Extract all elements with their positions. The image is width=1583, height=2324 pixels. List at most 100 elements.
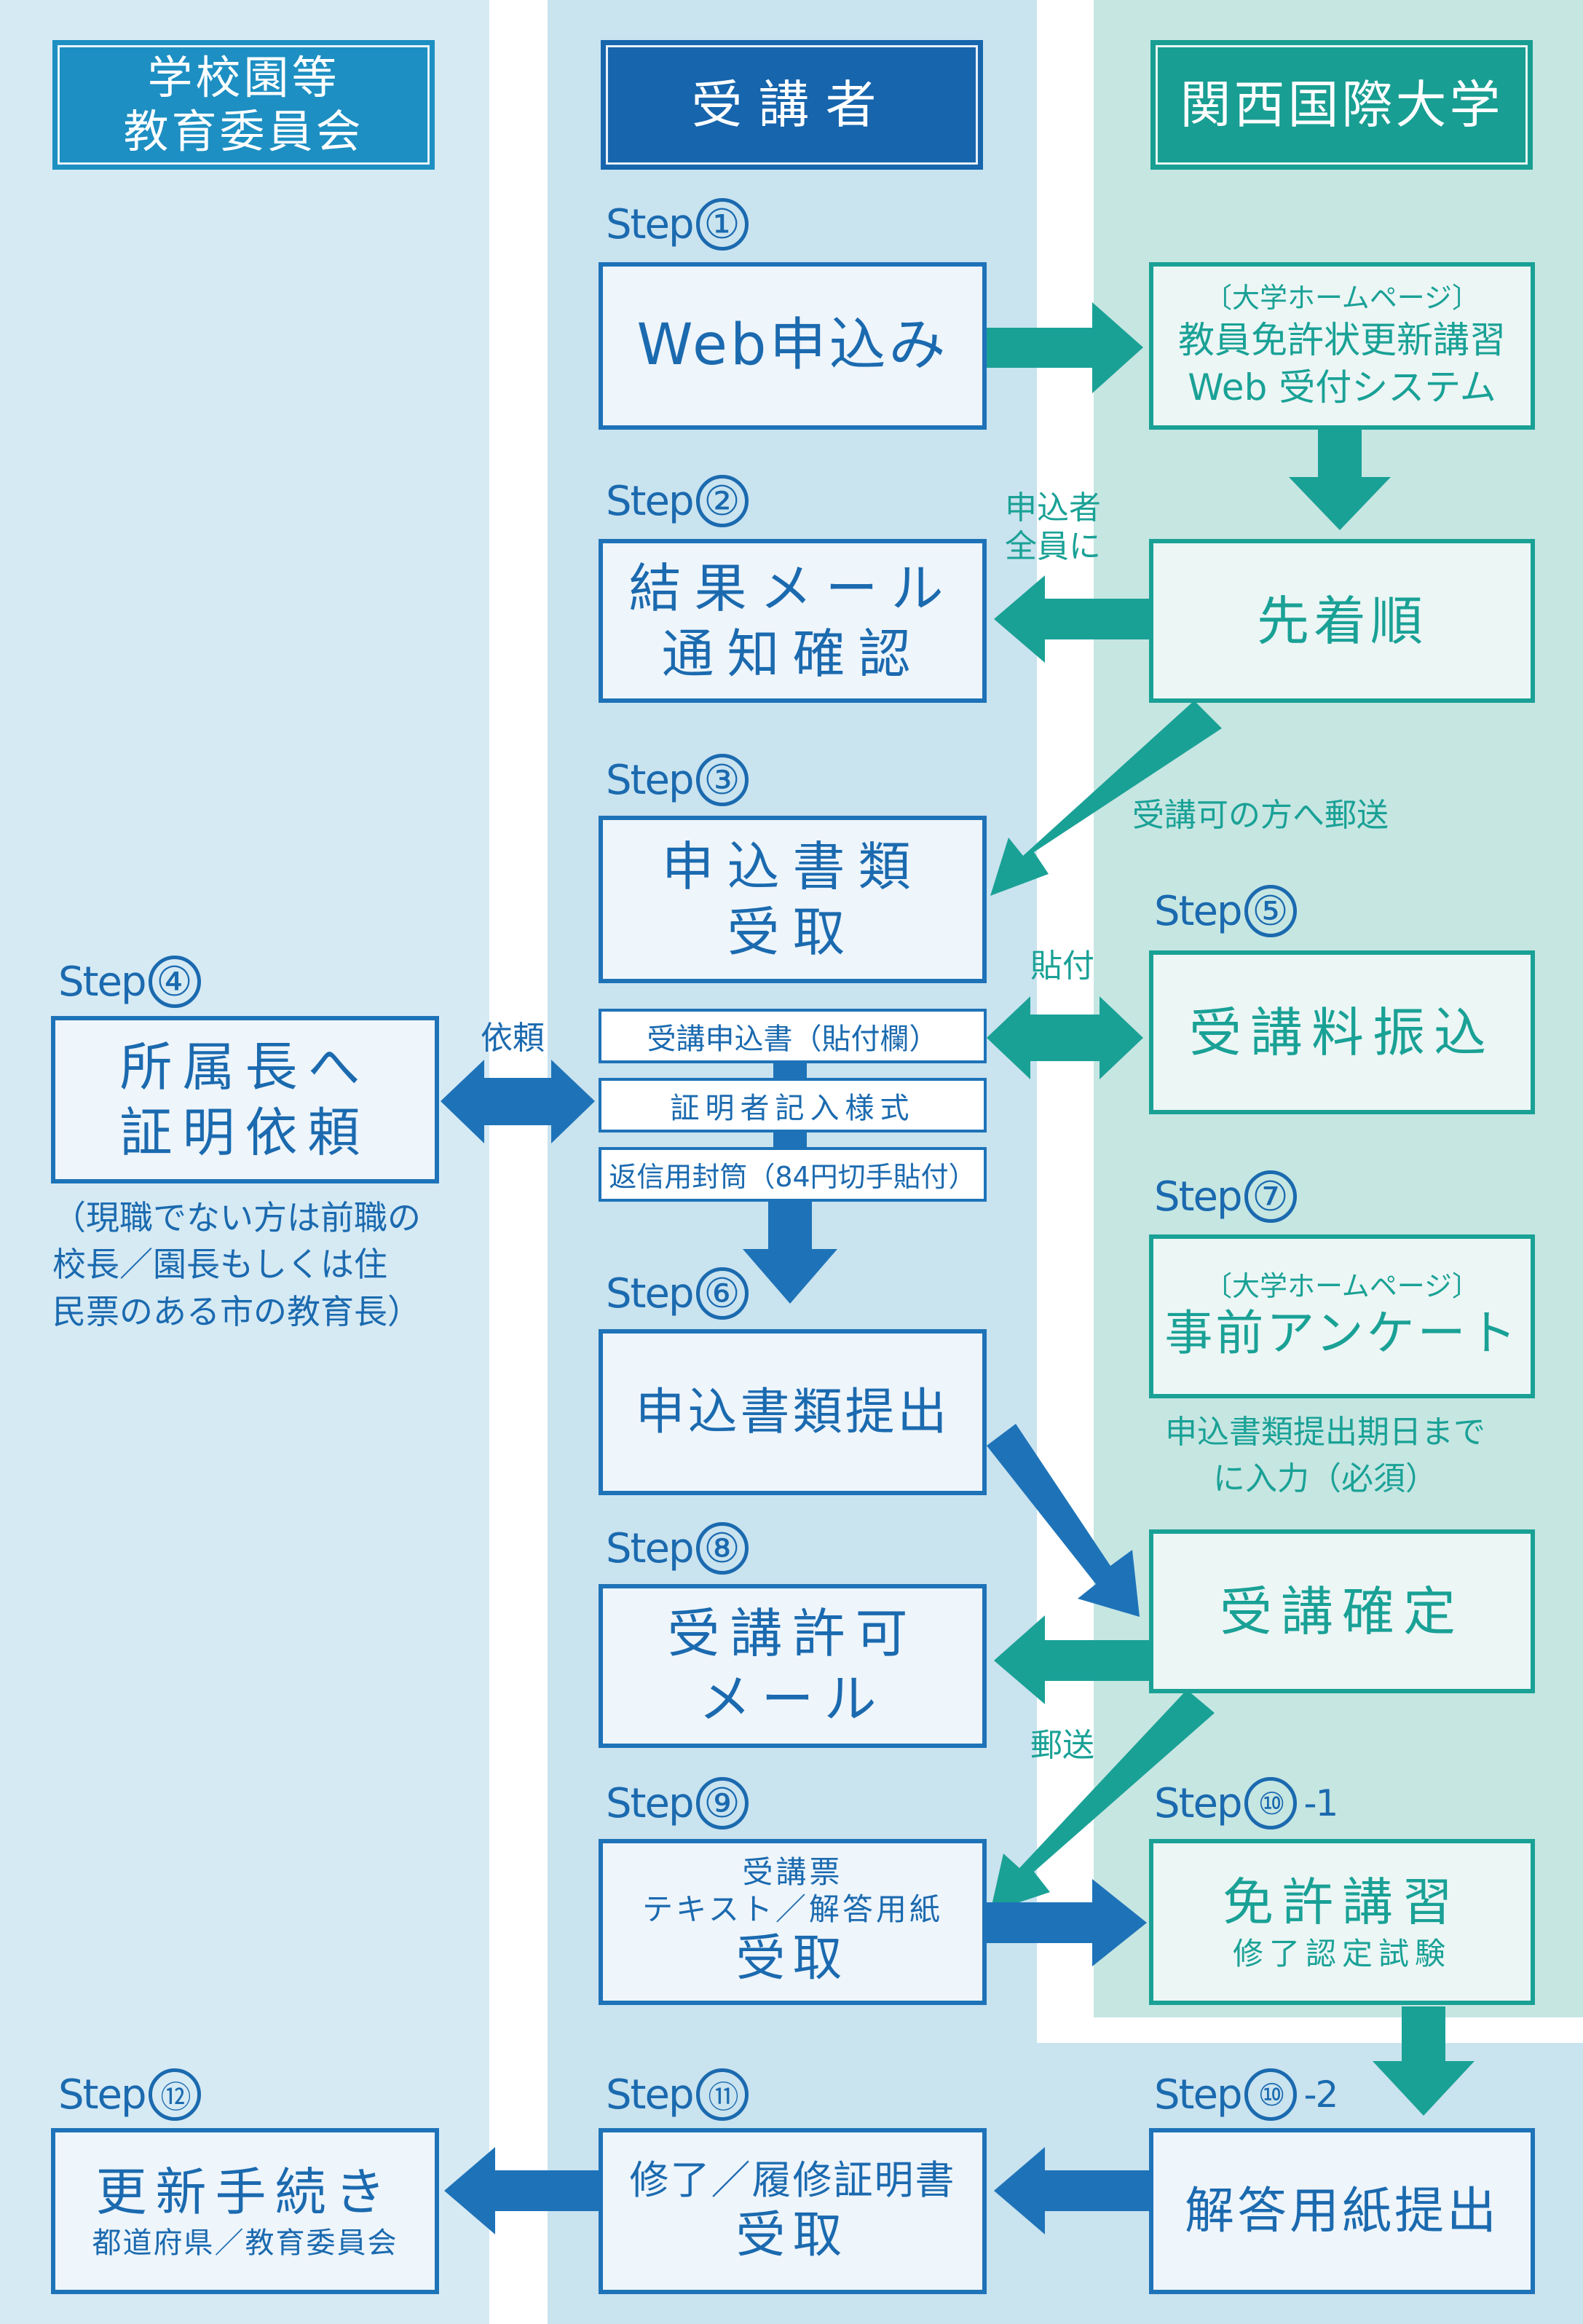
- step2-word: Step: [606, 477, 695, 525]
- center-column-header: 受講者: [601, 40, 983, 170]
- step3-text: 申込書類 受取: [661, 836, 924, 963]
- mail-label: 郵送: [1030, 1722, 1094, 1769]
- step1-word: Step: [606, 200, 695, 248]
- arrow-attach-double: [987, 996, 1143, 1079]
- web-system-top: 〔大学ホームページ〕: [1204, 282, 1480, 315]
- arrow-system-to-firstcome: [1289, 426, 1391, 530]
- all-applicants-text: 申込者 全員に: [1005, 489, 1101, 565]
- web-reception-system-box: 〔大学ホームページ〕 教員免許状更新講習 Web 受付システム: [1149, 262, 1535, 430]
- step8-word: Step: [606, 1524, 695, 1572]
- step4-note: （現職でない方は前職の 校長／園長もしくは住 民票のある市の教育長）: [52, 1194, 421, 1335]
- attach-text: 貼付: [1030, 948, 1094, 985]
- arrow-web-to-system: [987, 302, 1143, 393]
- step2-result-mail-box: 結果メール 通知確認: [599, 539, 987, 703]
- step10-2-answer-submit-box: 解答用紙提出: [1149, 2128, 1535, 2294]
- first-come-text: 先着順: [1256, 590, 1427, 652]
- attach-label: 貼付: [1030, 943, 1094, 990]
- step11-number: ⑪: [695, 2068, 749, 2121]
- request-label: 依頼: [481, 1016, 545, 1061]
- step10-1-exam-box: 免許講習 修了認定試験: [1149, 1839, 1535, 2005]
- step11-main: 修了／履修証明書: [629, 2156, 956, 2203]
- step10-2-word: Step: [1154, 2071, 1243, 2119]
- step5-number: ⑤: [1244, 885, 1297, 937]
- doc-return-envelope: 返信用封筒（84円切手貼付）: [599, 1147, 987, 1202]
- step10-1-suffix: -1: [1303, 1782, 1339, 1824]
- step7-top: 〔大学ホームページ〕: [1204, 1269, 1480, 1302]
- arrow-certificate-to-renewal: [444, 2147, 601, 2234]
- arrow-ticket-to-exam: [987, 1879, 1147, 1966]
- arrow-firstcome-to-result: [994, 575, 1150, 663]
- step1-number: ①: [695, 198, 749, 251]
- step2-number: ②: [695, 475, 749, 527]
- left-column-header: 学校園等 教育委員会: [52, 40, 435, 170]
- step12-sub: 都道府県／教育委員会: [92, 2226, 398, 2260]
- arrow-request-double: [441, 1060, 595, 1143]
- step5-text: 受講料振込: [1188, 1001, 1495, 1063]
- mail-to-accepted-text: 受講可の方へ郵送: [1132, 797, 1389, 834]
- arrow-confirm-to-permit: [994, 1615, 1150, 1704]
- step5-fee-transfer-box: 受講料振込: [1149, 950, 1535, 1114]
- step10-1-number: ⑩: [1244, 1777, 1297, 1829]
- step10-1-main: 免許講習: [1223, 1872, 1461, 1932]
- mail-to-accepted-label: 受講可の方へ郵送: [1132, 792, 1389, 839]
- step4-request-certificate-box: 所属長へ 証明依頼: [51, 1016, 439, 1183]
- arrow-confirm-to-ticket: [990, 1690, 1215, 1912]
- step7-note: 申込書類提出期日まで に入力（必須）: [1165, 1409, 1485, 1502]
- arrow-exam-to-submit: [1373, 2006, 1475, 2116]
- step7-number: ⑦: [1244, 1170, 1297, 1223]
- step3-number: ③: [695, 754, 749, 806]
- mail-text: 郵送: [1030, 1727, 1094, 1764]
- step8-permit-mail-box: 受講許可 メール: [599, 1584, 987, 1748]
- step7-main: 事前アンケート: [1164, 1305, 1520, 1361]
- step11-sub: 受取: [735, 2207, 850, 2265]
- step7-word: Step: [1154, 1173, 1243, 1221]
- enrollment-confirmed-box: 受講確定: [1149, 1529, 1535, 1693]
- step12-renewal-box: 更新手続き 都道府県／教育委員会: [51, 2128, 439, 2294]
- step10-2-text: 解答用紙提出: [1184, 2182, 1499, 2240]
- step1-web-apply-box: Web申込み: [599, 262, 987, 430]
- confirm-text: 受講確定: [1219, 1580, 1464, 1642]
- arrow-submit-to-confirm: [987, 1424, 1140, 1617]
- step8-number: ⑧: [695, 1522, 749, 1575]
- step3-receive-documents-box: 申込書類 受取: [599, 816, 987, 983]
- doc3-text: 返信用封筒（84円切手貼付）: [609, 1161, 976, 1193]
- step10-2-number: ⑩: [1244, 2068, 1297, 2121]
- step8-text: 受講許可 メール: [667, 1602, 918, 1730]
- step12-main: 更新手続き: [95, 2162, 395, 2223]
- step11-certificate-box: 修了／履修証明書 受取: [599, 2128, 987, 2294]
- step4-number: ④: [148, 956, 201, 1008]
- step3-word: Step: [606, 756, 695, 804]
- step9-receive-ticket-box: 受講票 テキスト／解答用紙 受取: [599, 1839, 987, 2005]
- right-column-header: 関西国際大学: [1150, 40, 1533, 170]
- step7-note-text: 申込書類提出期日まで に入力（必須）: [1165, 1414, 1485, 1497]
- step6-word: Step: [606, 1269, 695, 1317]
- step10-1-word: Step: [1154, 1779, 1243, 1827]
- all-applicants-label: 申込者 全員に: [1005, 489, 1101, 567]
- step1-text: Web申込み: [636, 312, 949, 379]
- step10-2-suffix: -2: [1303, 2073, 1339, 2116]
- step10-1-sub: 修了認定試験: [1232, 1935, 1451, 1972]
- step5-word: Step: [1154, 887, 1243, 935]
- first-come-box: 先着順: [1149, 539, 1535, 703]
- step9-number: ⑨: [695, 1777, 749, 1829]
- doc-application-form: 受講申込書（貼付欄）: [599, 1009, 987, 1063]
- doc1-text: 受講申込書（貼付欄）: [647, 1022, 939, 1056]
- step4-text: 所属長へ 証明依頼: [119, 1036, 371, 1163]
- step9-word: Step: [606, 1779, 695, 1827]
- step11-word: Step: [606, 2071, 695, 2119]
- doc2-text: 証明者記入様式: [670, 1091, 915, 1125]
- step12-word: Step: [58, 2071, 147, 2119]
